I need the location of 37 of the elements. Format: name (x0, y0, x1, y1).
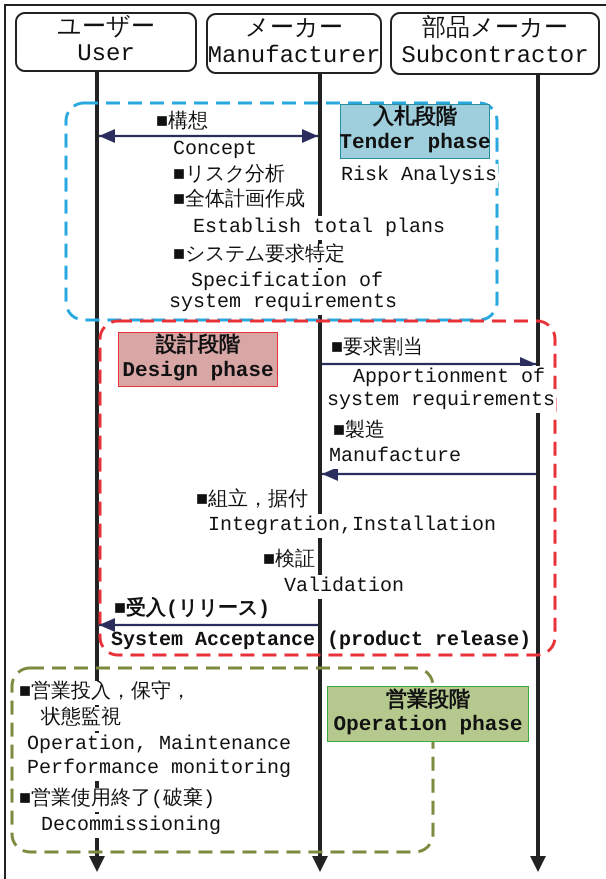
step-text: Apportionment of (352, 366, 546, 390)
edge-label: ■要求割当 (330, 337, 424, 361)
phase-title: Operation phase (333, 714, 523, 738)
step-text: ■システム要求特定 (172, 244, 346, 268)
step-text: Integration,Installation (207, 514, 498, 538)
participant-name: User (77, 42, 135, 68)
edge-label: ■構想 (155, 111, 210, 135)
participant-box (206, 13, 382, 74)
step-text: Decommissioning (40, 814, 222, 838)
message-arrow (99, 129, 318, 143)
step-text: Establish total plans (192, 216, 446, 240)
phase-label-box (118, 332, 278, 387)
step-text: Validation (283, 575, 406, 599)
step-text: 状態監視 (40, 707, 122, 731)
edge-label: ■受入(リリース) (113, 598, 272, 622)
participant-box (15, 12, 197, 72)
edge-label: ■製造 (332, 420, 386, 444)
participant-name: Subcontractor (401, 44, 589, 70)
step-text: Operation, Maintenance (26, 733, 292, 757)
step-text: Manufacture (328, 445, 462, 469)
phase-title: 入札段階 (373, 107, 457, 132)
participant-name: 部品メーカー (422, 17, 568, 44)
step-text: Performance monitoring (26, 757, 292, 781)
participant-box (390, 12, 600, 75)
participant-name: ユーザー (57, 16, 155, 42)
phase-label-box (327, 686, 529, 742)
step-text: system requirements (326, 389, 556, 413)
message-arrow (99, 618, 318, 632)
message-arrow (322, 467, 536, 481)
participant-name: Manufacturer (208, 44, 380, 70)
step-text: system requirements (168, 291, 398, 315)
step-text: System Acceptance (product release) (110, 629, 532, 653)
phase-title: 営業段階 (386, 690, 470, 714)
phase-title: 設計段階 (156, 335, 240, 360)
phase-title: Design phase (122, 360, 274, 384)
participant-name: メーカー (245, 17, 343, 44)
step-text: Risk Analysis (340, 164, 498, 188)
